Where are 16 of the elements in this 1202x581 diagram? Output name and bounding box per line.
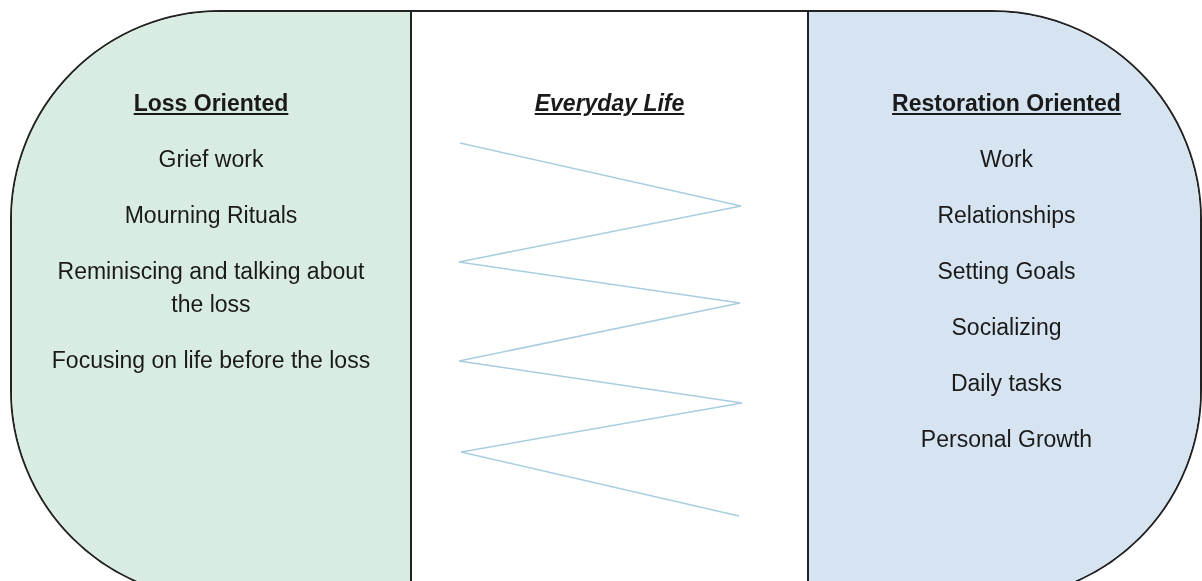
panel [12,12,410,581]
list-item: Daily tasks [949,369,1064,398]
list-item: Reminiscing and talking about the loss [56,257,366,319]
list-item: Setting Goals [936,257,1077,286]
list-item: Grief work [157,145,265,174]
panel [809,12,1200,581]
panel [410,12,809,581]
list-item: Mourning Rituals [123,201,299,230]
list-item: Socializing [950,313,1063,342]
list-item: Personal Growth [919,425,1094,454]
list-item: Relationships [936,201,1077,230]
list-item: Focusing on life before the loss [50,346,372,375]
list-item: Work [978,145,1035,174]
panel-heading: Restoration Oriented [891,89,1122,118]
panel-heading: Everyday Life [533,89,686,118]
panel-heading: Loss Oriented [132,89,290,118]
